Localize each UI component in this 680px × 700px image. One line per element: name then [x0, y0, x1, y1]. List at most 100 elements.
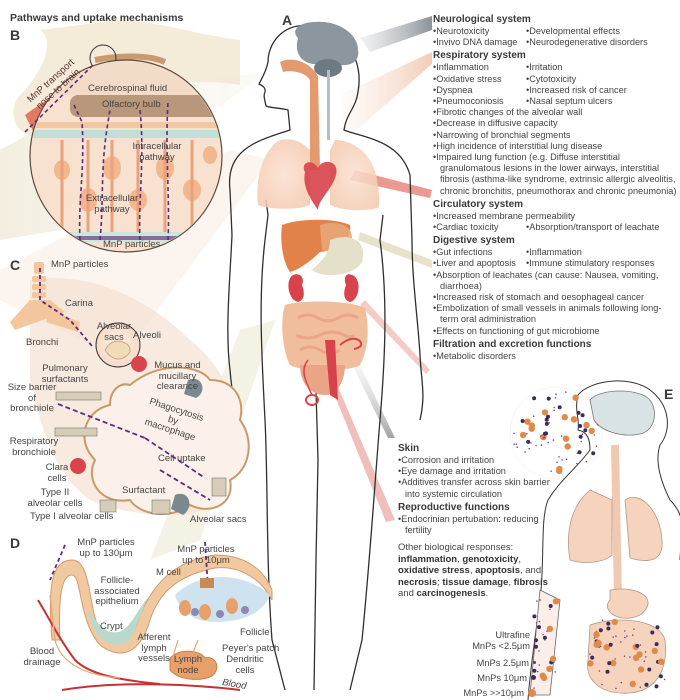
label-peyers-patch: Peyer's patch [222, 643, 280, 654]
skin-reproductive-list: Skin Corrosion and irritation Eye damage… [398, 441, 558, 600]
effect-item: Irritation [526, 62, 678, 73]
label-mucus-clearance: Mucus and mucillary clearance [154, 360, 201, 392]
legend-item-10: MnPs 10μm [440, 670, 536, 685]
label-pulmonary-surfactants: Pulmonary surfactants [41, 363, 89, 385]
legend-item-2-5: MnPs 2.5μm [440, 655, 536, 670]
label-lymph-node: Lymph node [173, 654, 203, 676]
health-effects-list: Neurological system Neurotoxicity Develo… [433, 12, 678, 362]
stomach [312, 236, 364, 276]
effect-item: Pneumoconiosis [433, 96, 526, 107]
effect-item: High incidence of interstitial lung dise… [433, 141, 678, 152]
brain [295, 21, 359, 140]
effect-item: Metabolic disorders [433, 351, 678, 362]
effect-item: Effects on functioning of gut microbiome [433, 326, 678, 337]
effect-item: Fibrotic changes of the alveolar wall [433, 107, 678, 118]
effect-item: Inflammation [433, 62, 526, 73]
effect-item: Increased risk of stomach and oesophagea… [433, 292, 678, 303]
heading-respiratory: Respiratory system [433, 50, 526, 62]
effect-item: Increased membrane permeability [433, 211, 678, 222]
heading-neurological: Neurological system [433, 14, 531, 25]
label-afferent-lymph: Afferent lymph vessels [137, 632, 171, 664]
effect-item: Cardiac toxicity [433, 222, 526, 233]
dot-10-icon [531, 675, 536, 680]
panel-label-e: E [664, 386, 674, 402]
label-particles-130: MnP particles up to 130μm [77, 537, 135, 559]
effect-item: Neurodegenerative disorders [526, 37, 678, 48]
label-follicle: Follicle [240, 627, 270, 638]
label-crypt: Crypt [100, 621, 123, 632]
label-m-cell: M cell [156, 567, 181, 578]
label-cell-uptake: Cell uptake [158, 453, 206, 464]
effect-item: Absorption/transport of leachate [526, 222, 678, 233]
effect-item: Inflammation [526, 247, 678, 258]
label-type1-cells: Type I alveolar cells [30, 511, 114, 522]
effect-item: Immune stimulatory responses [526, 258, 678, 269]
effect-item: Decrease in diffusive capacity [433, 118, 678, 129]
panel-label-b: B [10, 27, 21, 43]
heading-digestive: Digestive system [433, 235, 515, 247]
label-bronchi: Bronchi [26, 337, 59, 348]
panel-b-art [13, 20, 240, 253]
airway [280, 59, 320, 171]
effect-item: Neurotoxicity [433, 26, 526, 37]
heart [303, 161, 337, 210]
dot-2-5-icon [533, 661, 536, 664]
panel-label-a: A [282, 12, 293, 28]
label-respiratory-bronchiole: Respiratory bronchiole [9, 436, 59, 458]
effect-item: Endocrinian pertubation: reducing fertil… [398, 514, 558, 536]
dot-ultrafine-icon [534, 640, 536, 642]
lungs [257, 139, 380, 211]
label-extracellular: Extracellular pathway [85, 193, 139, 215]
effect-item: Corrosion and irritation [398, 455, 558, 466]
label-follicle-epithelium: Follicle-associated epithelium [94, 575, 140, 607]
label-blood-drainage: Blood drainage [23, 646, 61, 668]
label-clara-cells: Clara cells [45, 462, 69, 484]
figure-title: Pathways and uptake mechanisms [10, 12, 184, 24]
effect-item: Narrowing of bronchial segments [433, 130, 678, 141]
neurological-items: Neurotoxicity Developmental effects Invi… [433, 26, 678, 48]
effect-item: Nasal septum ulcers [526, 96, 678, 107]
label-intracellular: Intracellular pathway [132, 141, 182, 163]
label-olfactory-bulb: Olfactory bulb [102, 99, 161, 110]
label-alveolar-sacs: Alveolar sacs [190, 514, 247, 525]
legend-item-large: MnPs >>10μm [440, 685, 536, 700]
dot-large-icon [528, 688, 536, 697]
label-alveolar-sacs-top: Alveolar sacs [96, 321, 132, 343]
respiratory-pairs: Inflammation Irritation Oxidative stress… [433, 62, 678, 107]
effect-item: Absorption of leachates (can cause: Naus… [433, 270, 678, 292]
label-particles-10: MnP particles up to 10μm [177, 544, 235, 566]
kidney-left [288, 274, 304, 302]
effect-item: Invivo DNA damage [433, 37, 526, 48]
label-mnp-particles-c: MnP particles [51, 259, 109, 270]
heading-skin: Skin [398, 443, 420, 454]
label-dendritic-cells: Dendritic cells [226, 654, 264, 676]
panel-d-art [37, 541, 273, 691]
heading-circulatory: Circulatory system [433, 198, 524, 210]
effect-item: Additives transfer across skin barrier i… [398, 477, 558, 499]
heading-reproductive: Reproductive functions [398, 501, 510, 513]
label-surfactant: Surfactant [122, 485, 166, 496]
label-type2-cells: Type II alveolar cells [27, 487, 83, 509]
panel-c-art [10, 262, 250, 516]
heading-filtration: Filtration and excretion functions [433, 338, 592, 350]
effect-item: Oxidative stress [433, 74, 526, 85]
kidney-right [344, 274, 359, 302]
other-responses: Other biological responses: inflammation… [398, 542, 548, 600]
particle-dots [513, 391, 666, 690]
label-alveoli: Alveoli [133, 330, 161, 341]
effect-item: Cytotoxicity [526, 74, 678, 85]
label-size-barrier: Size barrier of bronchiole [7, 382, 57, 414]
label-csf: Cerebrospinal fluid [88, 83, 168, 94]
effect-item: Liver and apoptosis [433, 258, 526, 269]
effect-item: Gut infections [433, 247, 526, 258]
effect-item: Impaired lung function (e.g. Diffuse int… [433, 152, 678, 197]
body-outline [227, 24, 424, 691]
effect-item: Developmental effects [526, 26, 678, 37]
uterus [325, 340, 338, 400]
label-carina: Carina [65, 298, 93, 309]
effect-item: Dyspnea [433, 85, 526, 96]
effect-item: Embolization of small vessels in animals… [433, 303, 678, 325]
